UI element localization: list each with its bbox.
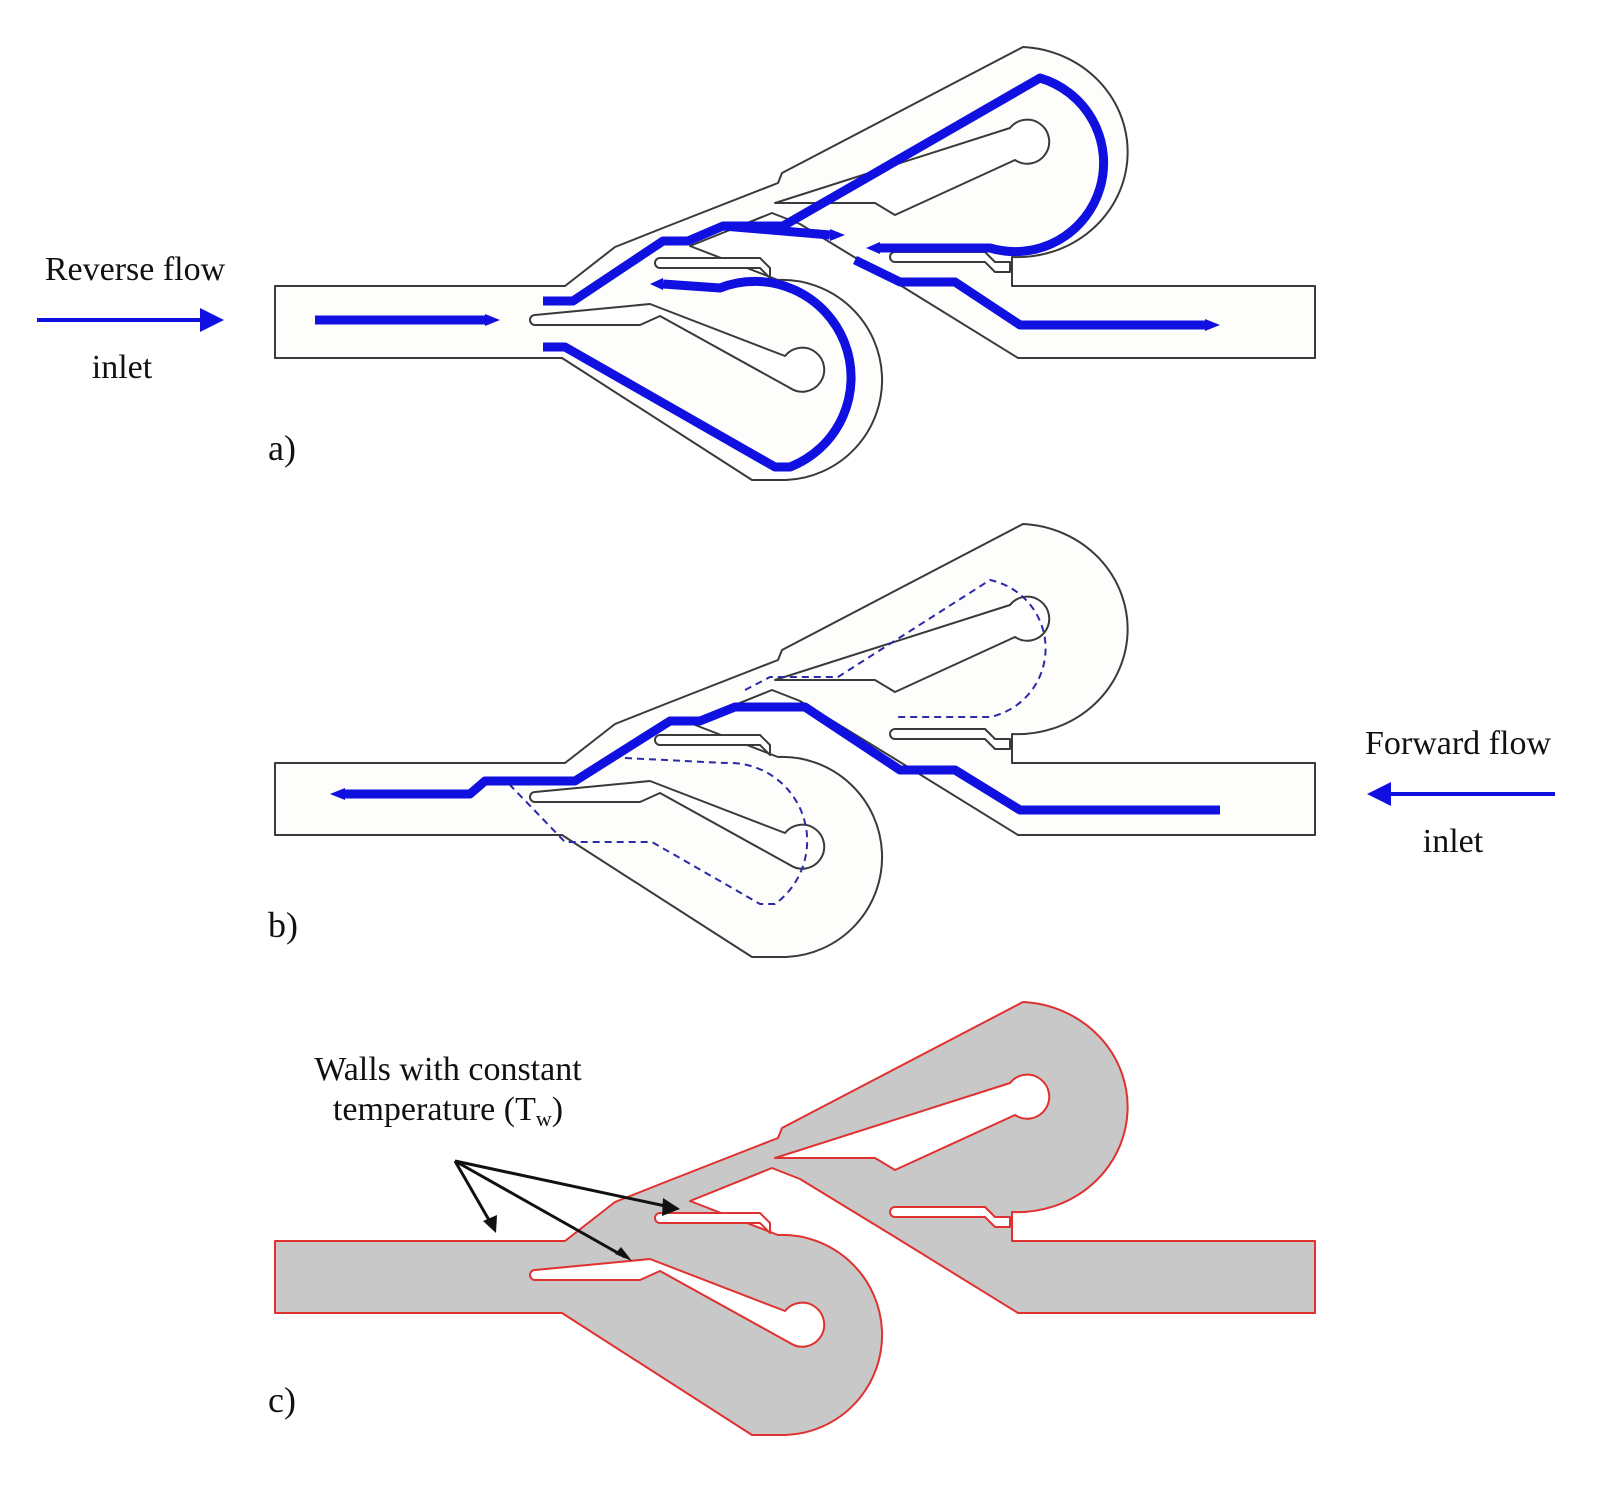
- panel-b-label: b): [268, 905, 298, 945]
- reverse-flow-inlet-arrow: [37, 308, 224, 332]
- panel-c: Walls with constant temperature (Tw) c): [268, 1001, 1316, 1436]
- annotation-close-paren: ): [552, 1091, 563, 1128]
- annotation-main-text: temperature (T: [333, 1091, 536, 1128]
- valve-diagram-b: [275, 524, 1315, 957]
- reverse-flow-label: Reverse flow: [45, 251, 226, 288]
- forward-flow-streamlines: [330, 702, 1220, 815]
- forward-inlet-label: inlet: [1423, 823, 1484, 860]
- wall-annotation-arrows: [453, 1159, 671, 1259]
- panel-a: Reverse flow inlet a): [37, 47, 1315, 480]
- reverse-flow-streamlines: [315, 73, 1220, 472]
- forward-flow-label: Forward flow: [1365, 725, 1551, 762]
- panel-a-label: a): [268, 428, 296, 468]
- dashed-recirculation-lines: [509, 578, 1047, 905]
- wall-annotation-line1: Walls with constant: [314, 1051, 582, 1088]
- annotation-subscript: w: [536, 1106, 552, 1131]
- wall-annotation-arrowheads: [483, 1198, 680, 1261]
- valve-diagram-a: [275, 47, 1315, 480]
- forward-flow-inlet-arrow: [1367, 782, 1555, 806]
- panel-c-label: c): [268, 1380, 296, 1420]
- wall-annotation-line2: temperature (Tw): [333, 1091, 563, 1131]
- reverse-inlet-label: inlet: [92, 349, 153, 386]
- panel-b: Forward flow inlet b): [268, 524, 1555, 957]
